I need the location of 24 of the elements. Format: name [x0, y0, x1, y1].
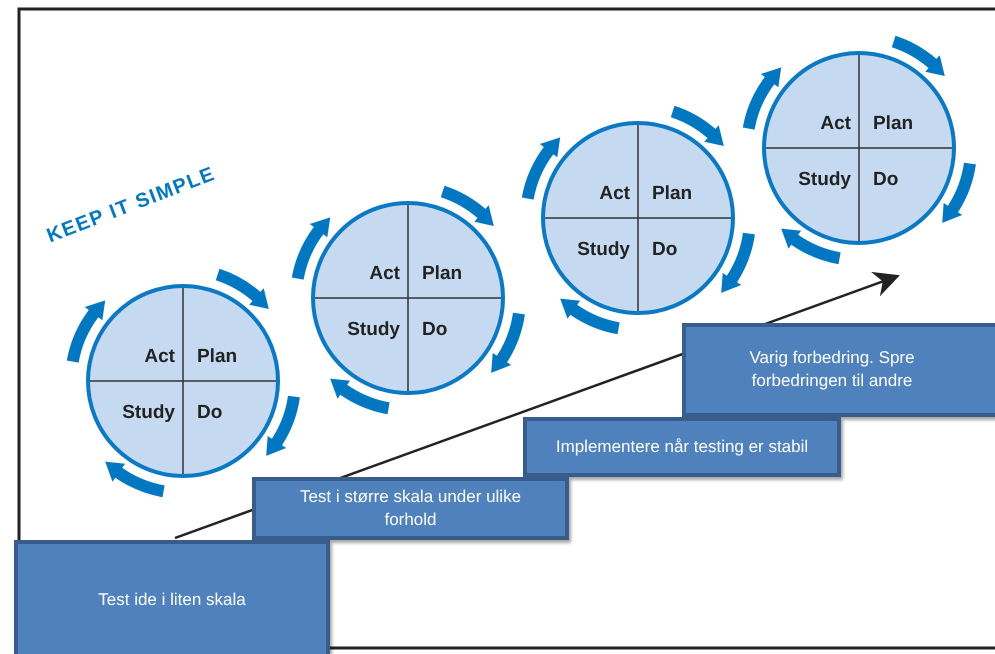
quadrant-label: Do	[422, 320, 448, 339]
quadrant-label: Do	[873, 170, 898, 189]
quadrant-label: Act	[599, 184, 630, 203]
quadrant-label: Study	[347, 320, 400, 339]
quadrant-label: Study	[122, 403, 175, 422]
quadrant-label: Act	[820, 114, 851, 133]
quadrant-label: Plan	[197, 347, 238, 366]
step-box	[523, 417, 841, 477]
quadrant-label: Act	[369, 264, 400, 283]
step-text: Test ide i liten skala	[97, 588, 247, 611]
quadrant-label: Act	[144, 347, 175, 366]
step-box	[14, 540, 330, 654]
quadrant-label: Plan	[652, 184, 692, 203]
quadrant-label: Plan	[873, 114, 914, 133]
quadrant-label: Study	[577, 240, 630, 259]
step-text: Implementere når testing er stabil	[554, 436, 810, 458]
step-box	[682, 323, 995, 417]
quadrant-label: Study	[798, 170, 851, 189]
step-text: Varig forbedring. Spre forbedringen til andre	[748, 347, 916, 392]
step-text: Test i større skala under ulike forhold	[298, 486, 522, 530]
quadrant-label: Do	[652, 240, 678, 259]
quadrant-label: Do	[197, 403, 222, 422]
step-box	[252, 477, 569, 540]
quadrant-label: Plan	[422, 264, 462, 283]
